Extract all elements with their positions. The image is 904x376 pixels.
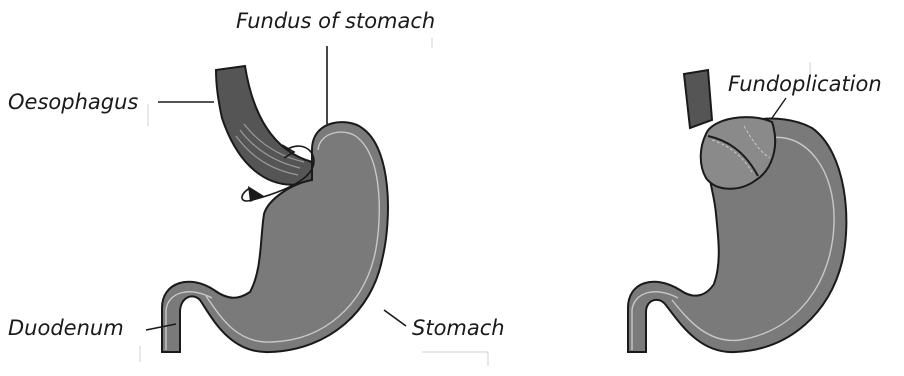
stomach-leader — [384, 310, 406, 326]
fundoplication-leader — [772, 98, 786, 118]
oesophagus-label: Oesophagus — [8, 92, 138, 113]
duodenum-label: Duodenum — [8, 318, 124, 339]
fundoplication-figure — [628, 62, 846, 352]
oesophagus-tube-right — [684, 70, 712, 128]
fundus-label: Fundus of stomach — [236, 11, 435, 32]
fundoplication-label: Fundoplication — [728, 74, 882, 95]
stomach-label: Stomach — [412, 318, 505, 339]
